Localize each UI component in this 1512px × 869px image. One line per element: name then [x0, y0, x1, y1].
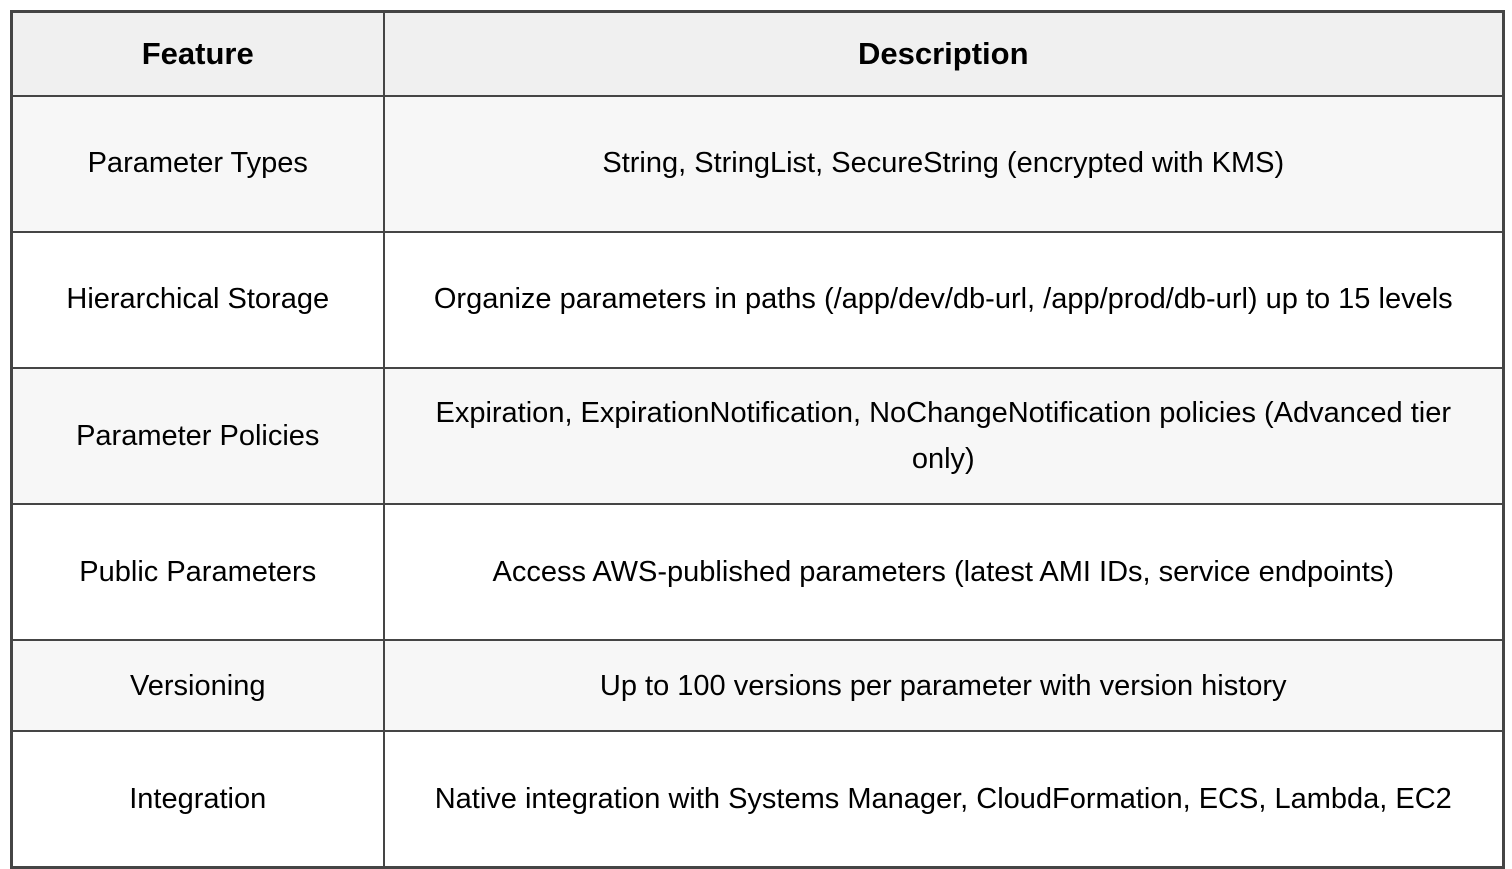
table-row: Hierarchical Storage Organize parameters…: [10, 230, 1505, 369]
feature-cell: Versioning: [10, 639, 385, 733]
header-row: Feature Description: [10, 10, 1505, 97]
description-cell: Access AWS-published parameters (latest …: [382, 503, 1505, 642]
feature-cell: Parameter Types: [10, 94, 385, 233]
feature-cell: Hierarchical Storage: [10, 230, 385, 369]
table-row: Parameter Policies Expiration, Expiratio…: [10, 366, 1505, 506]
description-cell: Native integration with Systems Manager,…: [382, 730, 1505, 869]
column-header-feature: Feature: [10, 10, 385, 97]
table-row: Parameter Types String, StringList, Secu…: [10, 94, 1505, 233]
column-header-description: Description: [382, 10, 1505, 97]
feature-description-table: Feature Description Parameter Types Stri…: [10, 10, 1505, 869]
feature-cell: Public Parameters: [10, 503, 385, 642]
feature-cell: Integration: [10, 730, 385, 869]
table-row: Public Parameters Access AWS-published p…: [10, 503, 1505, 642]
feature-cell: Parameter Policies: [10, 366, 385, 506]
table-row: Versioning Up to 100 versions per parame…: [10, 639, 1505, 733]
description-cell: Expiration, ExpirationNotification, NoCh…: [382, 366, 1505, 506]
description-cell: Up to 100 versions per parameter with ve…: [382, 639, 1505, 733]
table-row: Integration Native integration with Syst…: [10, 730, 1505, 869]
description-cell: String, StringList, SecureString (encryp…: [382, 94, 1505, 233]
description-cell: Organize parameters in paths (/app/dev/d…: [382, 230, 1505, 369]
